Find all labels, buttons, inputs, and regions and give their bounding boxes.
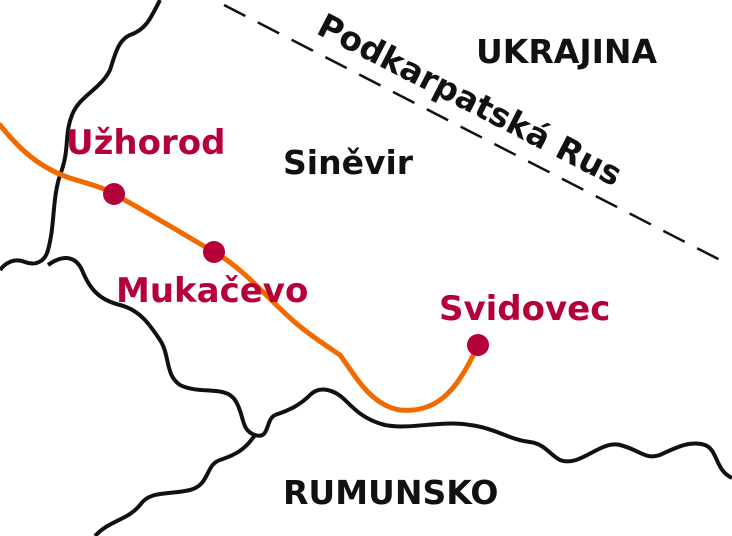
country-label-ukraine: UKRAJINA (476, 32, 657, 71)
border-south-west (46, 256, 277, 438)
city-marker-uzhorod (103, 183, 125, 205)
border-south-stub (93, 433, 257, 536)
railway-route (0, 122, 481, 413)
city-label-svidovec: Svidovec (439, 289, 610, 329)
city-label-mukacevo: Mukačevo (116, 271, 308, 311)
city-marker-svidovec (467, 334, 489, 356)
border-romania (274, 387, 732, 480)
city-label-uzhorod: Užhorod (66, 123, 225, 163)
country-label-romania: RUMUNSKO (283, 473, 498, 512)
city-marker-mukacevo (203, 241, 225, 263)
border-west-upper (0, 0, 162, 272)
dashed-border-line (223, 3, 725, 264)
region-label-sinevir: Siněvir (283, 143, 414, 182)
